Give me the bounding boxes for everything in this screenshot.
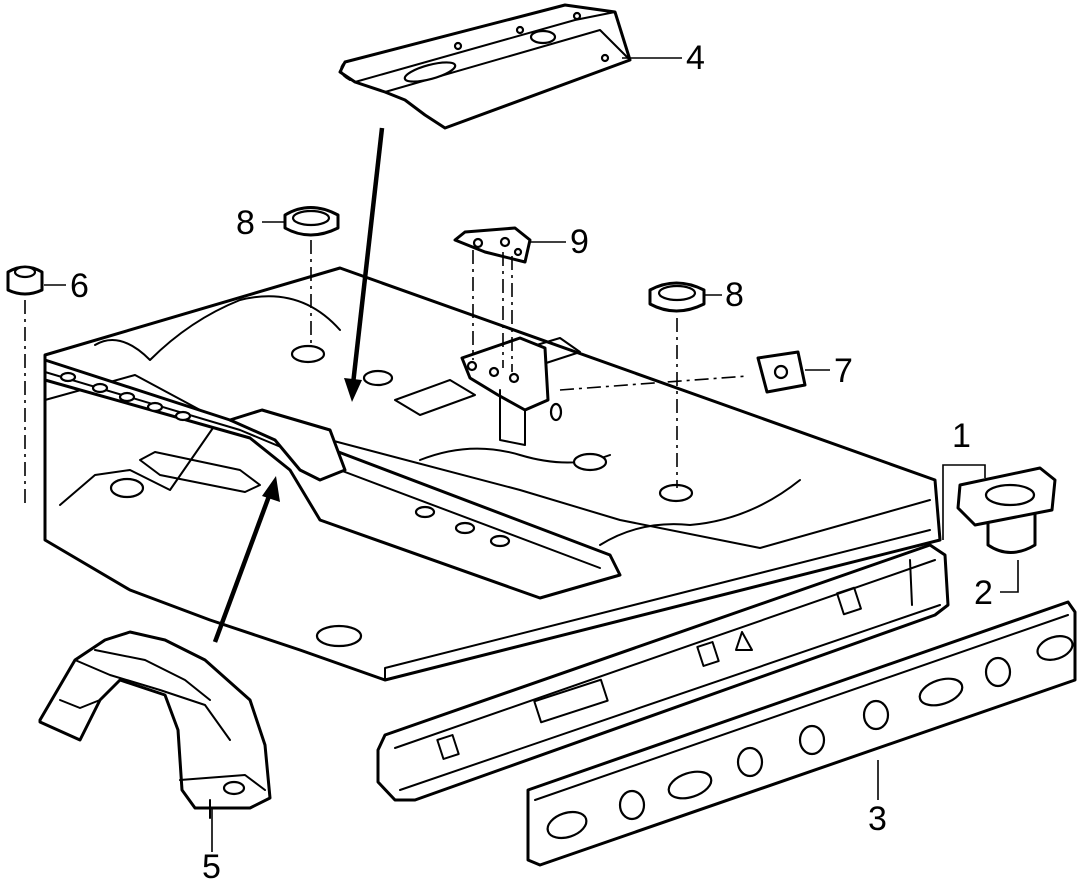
callout-5: 5 (202, 848, 221, 883)
sill-outer-holes (546, 635, 1074, 840)
cross-member (43, 358, 622, 600)
callout-1: 1 (952, 417, 971, 455)
arrow-part-4 (349, 127, 385, 394)
part-1-sill-inner (376, 543, 950, 802)
assembly-lines (24, 240, 749, 505)
part-4-top-plate (338, 3, 632, 130)
assembly-arrows (212, 127, 385, 643)
callout-6: 6 (70, 267, 89, 305)
part-5-tunnel-bracket (38, 630, 272, 819)
callout-3: 3 (868, 800, 887, 838)
part-7-nut-plate (756, 350, 807, 394)
callout-8-left: 8 (236, 204, 255, 242)
part-2-sill-bushing (956, 466, 1057, 554)
callout-labels: 4 8 6 9 8 7 1 2 3 5 (70, 39, 993, 883)
callout-8-right: 8 (725, 276, 744, 314)
part-3-sill-outer (526, 600, 1077, 867)
part-8-plug-right (648, 281, 706, 313)
part-6-grommet (6, 265, 44, 296)
cross-member-holes (59, 371, 511, 548)
callout-9: 9 (570, 223, 589, 261)
callout-2: 2 (974, 574, 993, 612)
leader-lines (44, 57, 1019, 852)
arrow-part-5 (212, 487, 275, 643)
floor-pan (43, 266, 942, 682)
callout-4: 4 (686, 39, 705, 77)
center-bracket (460, 336, 563, 446)
callout-7: 7 (834, 352, 853, 390)
part-9-plate (453, 226, 532, 264)
arrow-head-part-5 (262, 476, 280, 502)
part-8-plug-left (283, 206, 340, 237)
arrow-head-part-4 (344, 378, 362, 402)
